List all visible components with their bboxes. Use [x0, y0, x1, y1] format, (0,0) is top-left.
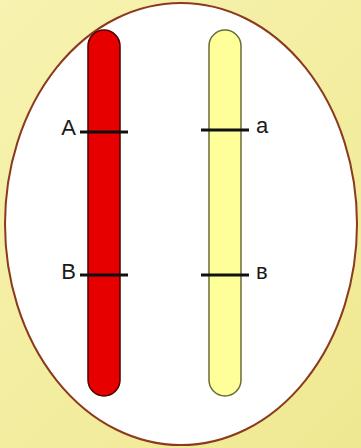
red-chromosome [88, 30, 120, 396]
yellow-chromosome [209, 30, 241, 396]
locus-band [80, 131, 128, 134]
locus-band [201, 274, 249, 277]
locus-band [80, 274, 128, 277]
allele-label: A [61, 117, 76, 139]
oval-frame [5, 3, 357, 445]
allele-label: a [256, 115, 268, 137]
allele-label: в [256, 261, 268, 283]
allele-label: B [61, 261, 76, 283]
locus-band [201, 129, 249, 132]
